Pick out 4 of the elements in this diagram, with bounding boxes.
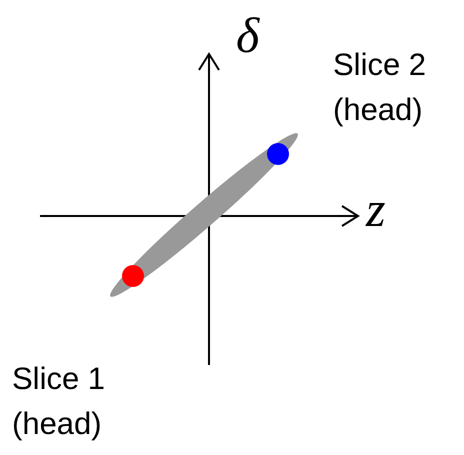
axis-label: z xyxy=(366,184,386,234)
slice-label: Slice 2 (head) xyxy=(333,46,428,129)
axis-label: δ xyxy=(236,10,260,60)
slice-label: Slice 1 (head) xyxy=(12,360,106,443)
